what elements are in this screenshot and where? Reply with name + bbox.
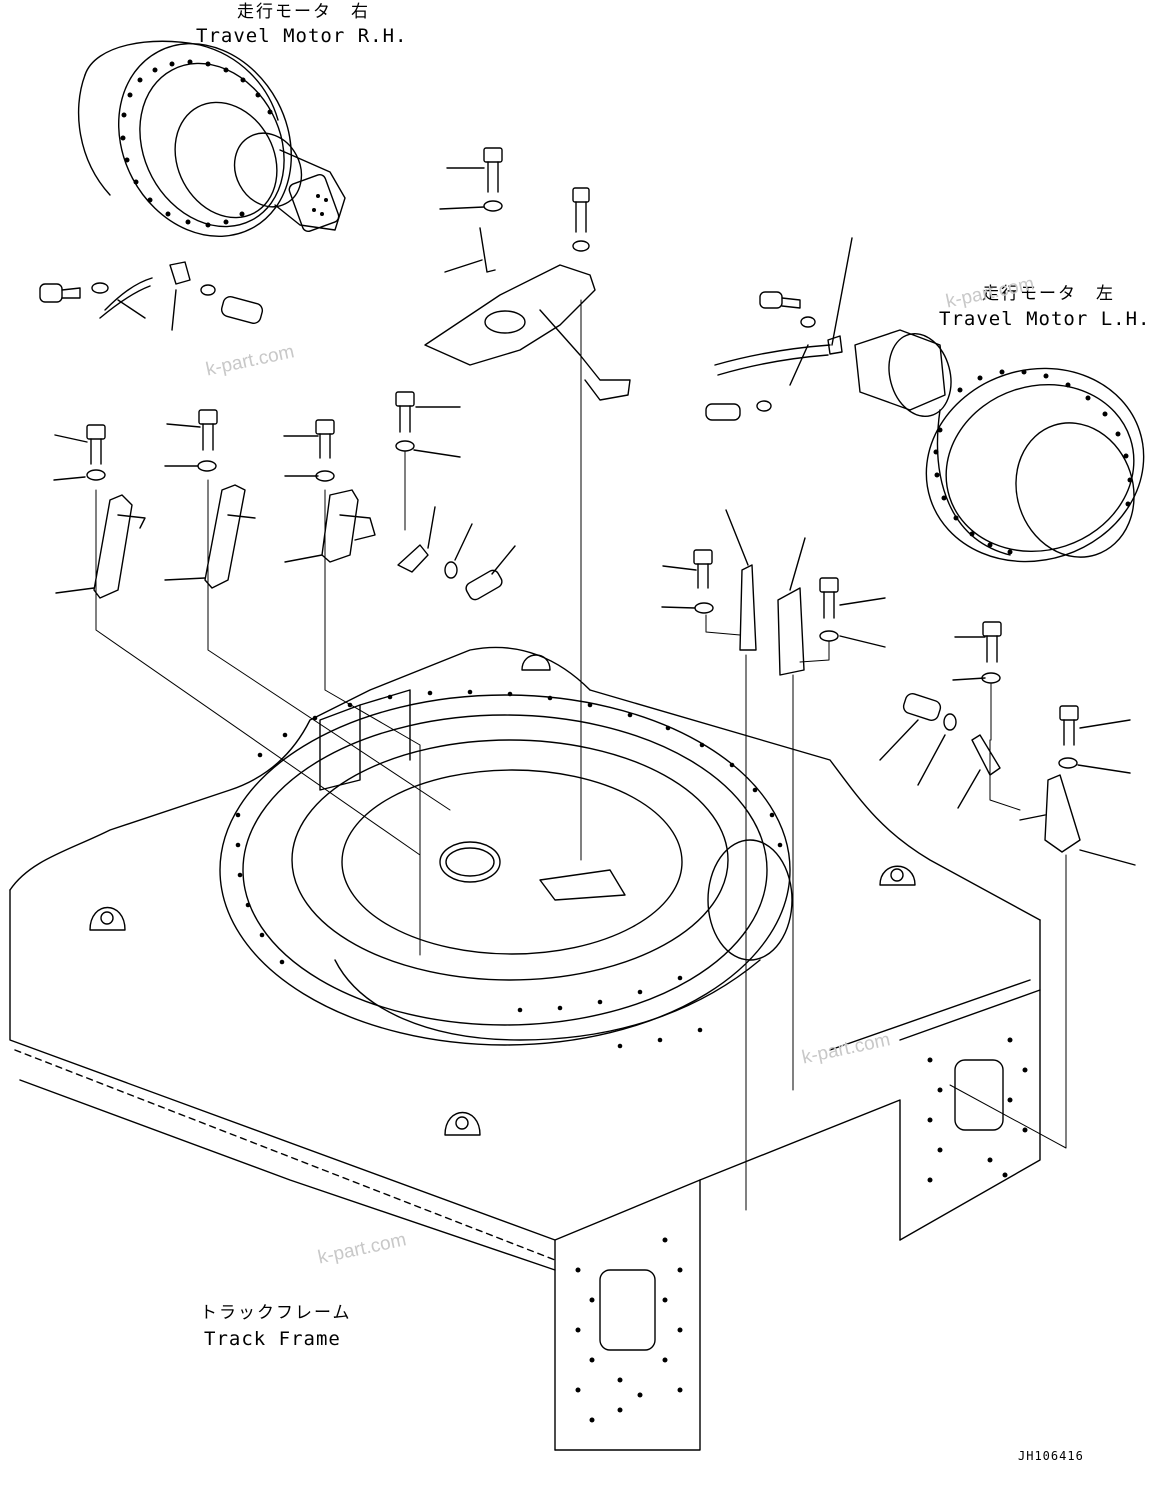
left-bracket-group-3: [283, 419, 421, 956]
drawing-code: JH106416: [1018, 1449, 1084, 1463]
track-frame: [9, 646, 1041, 1451]
travel-motor-lh: [854, 329, 1145, 563]
travel-motor-lh-label-jp: 走行モータ 左: [982, 284, 1115, 304]
rh-hose-clamp-assembly: [39, 261, 264, 331]
right-bracket-group-2: [777, 537, 886, 1091]
right-bracket-group-1: [661, 509, 757, 1211]
top-center-bracket: [424, 147, 631, 861]
left-bracket-group-4: [395, 391, 516, 601]
travel-motor-rh-label-jp: 走行モータ 右: [237, 2, 370, 22]
right-bracket-group-3: [879, 621, 1136, 1149]
track-frame-label-jp: トラックフレーム: [200, 1303, 352, 1323]
left-bracket-group-1: [53, 424, 421, 856]
track-frame-label-en: Track Frame: [204, 1328, 341, 1350]
lh-hose-clamp-assembly: [705, 237, 853, 421]
travel-motor-rh: [77, 40, 346, 238]
travel-motor-rh-label-en: Travel Motor R.H.: [196, 25, 408, 47]
travel-motor-lh-label-en: Travel Motor L.H.: [939, 308, 1151, 330]
left-bracket-group-2: [164, 409, 451, 811]
